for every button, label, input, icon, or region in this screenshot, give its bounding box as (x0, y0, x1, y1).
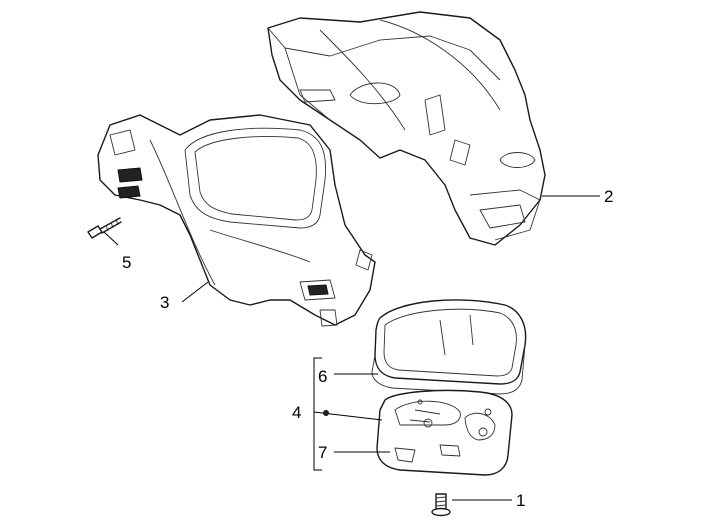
screw-part-1 (431, 493, 451, 517)
screw-part-5 (87, 217, 122, 239)
rear-handlebar-cover (267, 11, 546, 246)
callout-4: 4 (292, 403, 301, 422)
callout-5: 5 (122, 253, 131, 272)
callout-1: 1 (516, 491, 525, 510)
instrument-panel (376, 389, 513, 476)
leader-lines (103, 195, 600, 501)
leader-3 (181, 281, 209, 303)
callout-3: 3 (160, 293, 169, 312)
leader-4-bracket (313, 357, 322, 471)
callout-7: 7 (318, 443, 327, 462)
callout-6: 6 (318, 367, 327, 386)
front-handlebar-cover (97, 114, 376, 327)
leader-4-dot (323, 410, 329, 416)
callout-2: 2 (604, 187, 613, 206)
instrument-lens (371, 299, 527, 395)
leader-5 (103, 231, 119, 246)
